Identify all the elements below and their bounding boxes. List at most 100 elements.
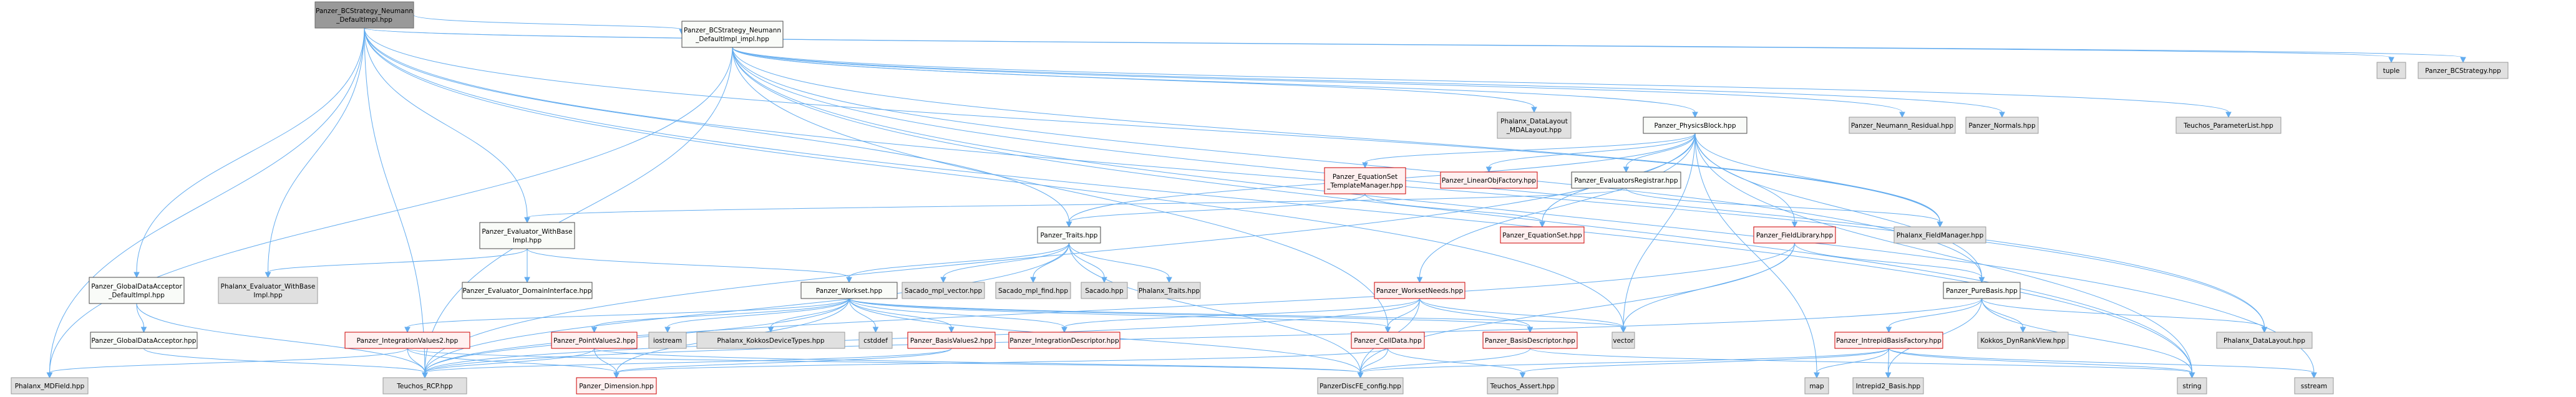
node-box — [1500, 226, 1585, 244]
edge-root-to-traits — [364, 27, 1069, 222]
node-label: Sacado_mpl_find.hpp — [998, 287, 1068, 295]
edge-wsneeds-to-vector — [1419, 298, 1624, 328]
node-impl[interactable]: Panzer_BCStrategy_Neumann_DefaultImpl_im… — [681, 21, 784, 48]
node-iostream: iostream — [648, 332, 687, 349]
node-label: cstddef — [863, 337, 888, 345]
node-label: _DefaultImpl.hpp — [108, 292, 165, 299]
arrowhead-impl-to-normals — [1999, 112, 2005, 118]
node-box — [576, 377, 657, 395]
node-rcp: Teuchos_RCP.hpp — [382, 377, 467, 395]
edge-root-to-gdadef — [136, 27, 365, 273]
node-label: _DefaultImpl.hpp — [336, 16, 392, 24]
node-box — [1497, 112, 1572, 139]
node-label: Panzer_Neumann_Residual.hpp — [1851, 122, 1954, 130]
arrowhead-purebasis-to-datalayout — [2261, 327, 2268, 333]
edge-purebasis-to-rcp — [424, 298, 1982, 373]
node-label: Panzer_WorksetNeeds.hpp — [1376, 287, 1464, 295]
edge-impl-to-sstream — [732, 47, 2315, 373]
node-physblock[interactable]: Panzer_PhysicsBlock.hpp — [1643, 117, 1747, 134]
node-eqset[interactable]: Panzer_EquationSet.hpp — [1500, 226, 1585, 244]
edge-physblock-to-purebasis — [1694, 133, 1982, 278]
node-label: Intrepid2_Basis.hpp — [1856, 383, 1921, 390]
node-label: Panzer_PointValues2.hpp — [553, 337, 635, 345]
node-label: Panzer_EquationSet — [1333, 173, 1397, 181]
nodes-layer: Panzer_BCStrategy_Neumann_DefaultImpl.hp… — [11, 1, 2509, 395]
node-box — [344, 332, 470, 349]
node-purebasis[interactable]: Panzer_PureBasis.hpp — [1943, 282, 2021, 299]
node-mdfield: Phalanx_MDField.hpp — [11, 377, 89, 395]
node-gdadef[interactable]: Panzer_GlobalDataAcceptor_DefaultImpl.hp… — [89, 277, 185, 304]
edge-root-to-mdfield — [49, 27, 365, 373]
node-box — [800, 282, 898, 299]
node-gda[interactable]: Panzer_GlobalDataAcceptor.hpp — [90, 332, 198, 349]
node-celldata[interactable]: Panzer_CellData.hpp — [1351, 332, 1425, 349]
node-string: string — [2177, 377, 2207, 395]
node-label: Panzer_Evaluator_DomainInterface.hpp — [463, 287, 592, 295]
node-basval[interactable]: Panzer_BasisValues2.hpp — [907, 332, 996, 349]
node-box — [1852, 377, 1924, 395]
edge-root-to-phxevwb — [268, 27, 365, 273]
node-assert: Teuchos_Assert.hpp — [1487, 377, 1558, 395]
node-label: Sacado_mpl_vector.hpp — [905, 287, 983, 295]
node-box — [1571, 171, 1681, 189]
arrowhead-physblock-to-eqtm — [1362, 162, 1368, 169]
edge-wsneeds-to-basdesc — [1419, 298, 1530, 328]
node-label: Phalanx_Evaluator_WithBase — [221, 283, 316, 290]
node-label: Panzer_Traits.hpp — [1041, 232, 1098, 239]
edge-basval-to-dimension — [616, 348, 952, 373]
node-evdom[interactable]: Panzer_Evaluator_DomainInterface.hpp — [462, 282, 593, 299]
edge-intrepfac-to-intrepbasis — [1888, 348, 1889, 373]
edge-ptval-to-rcp — [424, 348, 595, 373]
node-dimension[interactable]: Panzer_Dimension.hpp — [576, 377, 657, 395]
node-traits[interactable]: Panzer_Traits.hpp — [1037, 226, 1101, 244]
node-box — [1965, 117, 2039, 134]
node-evreg[interactable]: Panzer_EvaluatorsRegistrar.hpp — [1571, 171, 1681, 189]
edge-evreg-to-evwb — [527, 188, 1626, 218]
edge-workset-to-ptval — [594, 298, 850, 328]
node-box — [1482, 332, 1578, 349]
node-fieldlib[interactable]: Panzer_FieldLibrary.hpp — [1753, 226, 1836, 244]
edge-workset-to-basval — [848, 298, 952, 328]
node-wsneeds[interactable]: Panzer_WorksetNeeds.hpp — [1374, 282, 1465, 299]
edge-traits-to-smplvec — [943, 242, 1069, 278]
node-box — [1849, 117, 1956, 134]
edge-physblock-to-evreg — [1626, 133, 1696, 168]
node-dynrank: Kokkos_DynRankView.hpp — [1977, 332, 2069, 349]
node-label: Teuchos_ParameterList.hpp — [2183, 122, 2273, 130]
edge-root-to-rcp — [364, 27, 425, 373]
edge-root-to-bcstrat — [364, 27, 2464, 58]
node-box — [1893, 226, 1986, 244]
node-intval[interactable]: Panzer_IntegrationValues2.hpp — [344, 332, 470, 349]
arrowhead-intrepfac-to-intrepbasis — [1885, 372, 1892, 379]
arrowhead-intval-to-mdfield — [46, 372, 53, 379]
node-label: string — [2182, 383, 2201, 390]
node-label: Phalanx_Traits.hpp — [1139, 287, 1200, 295]
node-box — [1008, 332, 1120, 349]
edge-root-to-vector — [364, 27, 1624, 328]
arrowhead-evreg-to-fieldmgr — [1937, 221, 1943, 228]
arrowhead-traits-to-workset — [846, 277, 852, 284]
node-eqtm[interactable]: Panzer_EquationSet_TemplateManager.hpp — [1324, 167, 1406, 194]
node-linobj[interactable]: Panzer_LinearObjFactory.hpp — [1440, 171, 1538, 189]
node-workset[interactable]: Panzer_Workset.hpp — [800, 282, 898, 299]
edge-impl-to-datalayout — [732, 47, 2265, 328]
node-box — [995, 282, 1071, 299]
node-box — [1804, 377, 1829, 395]
node-box — [1611, 332, 1635, 349]
edge-intrepfac-to-discfe — [1360, 348, 1889, 373]
arrowhead-wsneeds-to-intdesc — [1061, 327, 1067, 333]
edge-intval-to-mdfield — [49, 348, 408, 373]
node-intrepfac[interactable]: Panzer_IntrepidBasisFactory.hpp — [1834, 332, 1943, 349]
node-basdesc[interactable]: Panzer_BasisDescriptor.hpp — [1482, 332, 1578, 349]
node-intdesc[interactable]: Panzer_IntegrationDescriptor.hpp — [1008, 332, 1120, 349]
edge-impl-to-string — [732, 47, 2192, 373]
node-label: Phalanx_MDField.hpp — [15, 383, 85, 390]
arrowhead-intrepfac-to-assert — [1519, 372, 1526, 379]
edge-physblock-to-eqtm — [1364, 133, 1696, 163]
edge-workset-to-intval — [407, 298, 850, 328]
node-box — [551, 332, 638, 349]
node-box — [902, 282, 985, 299]
node-ptval[interactable]: Panzer_PointValues2.hpp — [551, 332, 638, 349]
edge-ptval-to-dimension — [594, 348, 617, 373]
